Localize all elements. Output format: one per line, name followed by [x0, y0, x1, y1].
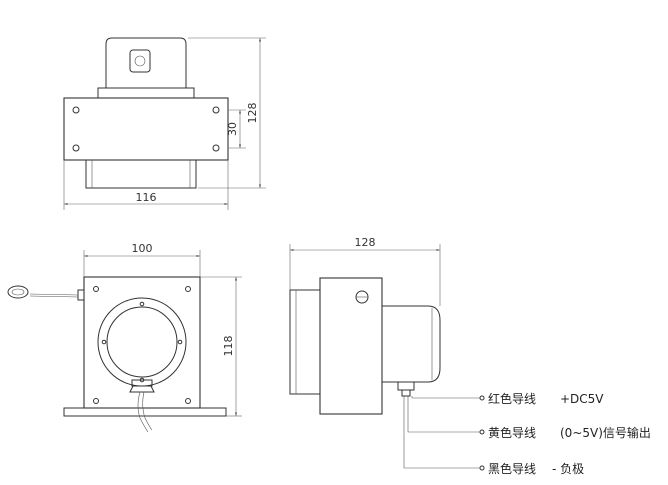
front-view-base — [63, 407, 227, 417]
front-view-ring-screw — [177, 339, 183, 345]
front-view-screw — [93, 398, 99, 404]
dim-front-width: 100 — [132, 242, 153, 255]
front-view-ring-screw — [139, 301, 145, 307]
front-view-screw — [185, 286, 191, 292]
top-view-flange — [63, 97, 229, 161]
top-view-bolt — [72, 106, 80, 114]
top-view-neck — [97, 87, 195, 99]
top-view: 128 30 116 — [63, 37, 266, 210]
side-view-body — [319, 277, 383, 415]
wire-red-line — [411, 396, 480, 399]
wire-red-terminal — [479, 395, 485, 401]
front-view-rope-loop-inner — [11, 288, 25, 296]
front-view-gland-nut — [131, 379, 153, 387]
front-view-rope-exit — [77, 289, 85, 301]
wire-black-terminal — [479, 465, 485, 471]
dim-top-flange: 30 — [226, 122, 239, 136]
dim-top-height: 128 — [246, 103, 259, 124]
front-view-screw — [93, 286, 99, 292]
side-view: 128 — [289, 236, 485, 471]
side-view-gland-nut — [401, 389, 411, 397]
top-view-bolt — [72, 144, 80, 152]
wire-black-line — [403, 396, 480, 469]
wire-yellow-signal: (0~5V)信号输出 — [560, 425, 651, 440]
front-view-rope — [29, 293, 79, 296]
front-view-screw — [185, 398, 191, 404]
side-view-gland — [397, 381, 415, 391]
wire-legend: 红色导线 +DC5V 黄色导线 (0~5V)信号输出 黑色导线 - 负极 — [488, 391, 651, 476]
top-view-cap — [105, 37, 187, 89]
top-view-cap-window — [129, 49, 151, 73]
wire-black-name: 黑色导线 — [488, 462, 536, 476]
dim-top-width: 116 — [136, 191, 157, 204]
front-view-cable — [142, 391, 153, 431]
front-view-body — [83, 276, 201, 409]
wire-yellow-terminal — [479, 429, 485, 435]
wire-yellow-line — [407, 396, 480, 433]
front-view-rope — [29, 295, 79, 298]
top-view-bolt — [212, 144, 220, 152]
top-view-bolt — [212, 106, 220, 114]
front-view-ring-inner — [106, 306, 178, 378]
front-view-rope-loop — [7, 285, 29, 299]
wire-red-signal: +DC5V — [560, 392, 604, 406]
dim-side-width: 128 — [355, 236, 376, 249]
wire-black-signal: - 负极 — [552, 462, 584, 476]
side-view-flange — [289, 289, 321, 395]
wire-yellow-name: 黄色导线 — [488, 426, 536, 440]
top-view-housing — [85, 159, 197, 189]
front-view: 100 118 — [7, 242, 242, 433]
front-view-ring-screw — [101, 339, 107, 345]
dim-front-height: 118 — [222, 336, 235, 357]
top-view-cap-hole — [134, 55, 146, 67]
wire-red-name: 红色导线 — [488, 391, 536, 406]
front-view-cable — [137, 391, 149, 433]
side-view-motor — [381, 305, 441, 383]
